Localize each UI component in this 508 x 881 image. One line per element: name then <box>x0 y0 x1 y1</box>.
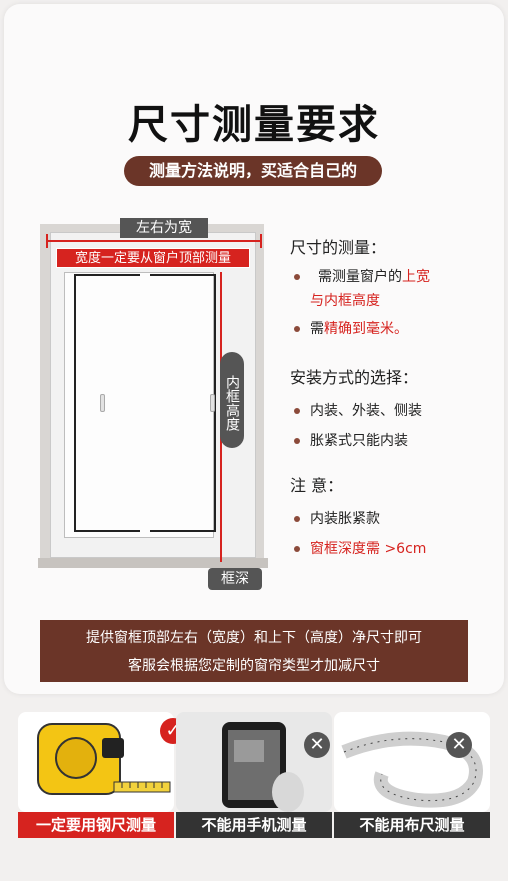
height-label: 内框高度 <box>220 352 244 448</box>
measure-item-1-cont: 与内框高度 <box>310 293 380 309</box>
page-title: 尺寸测量要求 <box>128 102 380 148</box>
mesh-frame-right <box>150 274 216 532</box>
cross-icon: ✕ <box>304 732 330 758</box>
window-sill <box>38 558 268 568</box>
subtitle-pill: 测量方法说明，买适合自己的 <box>124 156 382 186</box>
bullet-icon <box>294 516 300 522</box>
notes-item-1: 内装胀紧款 <box>294 508 380 528</box>
info-line-2: 客服会根据您定制的窗帘类型才加减尺寸 <box>128 658 380 674</box>
cross-icon: ✕ <box>446 732 472 758</box>
steel-tape-label: 一定要用钢尺测量 <box>18 812 174 838</box>
window-handle-right <box>210 394 215 412</box>
notes-heading: 注 意： <box>290 476 344 495</box>
measure-item-2: 需精确到毫米。 <box>294 318 408 338</box>
bullet-icon <box>294 546 300 552</box>
install-item-1: 内装、外装、侧装 <box>294 400 422 420</box>
steel-tape-panel <box>18 712 174 812</box>
cloth-tape-label: 不能用布尺测量 <box>334 812 490 838</box>
install-heading: 安装方式的选择： <box>290 368 419 387</box>
width-line-end-right <box>260 234 262 248</box>
info-band: 提供窗框顶部左右（宽度）和上下（高度）净尺寸即可 客服会根据您定制的窗帘类型才加… <box>40 620 468 682</box>
bullet-icon <box>294 274 300 280</box>
window-handle-left <box>100 394 105 412</box>
measure-item-1: 需测量窗户的上宽 <box>294 266 430 286</box>
bullet-icon <box>294 408 300 414</box>
phone-label: 不能用手机测量 <box>176 812 332 838</box>
width-label: 左右为宽 <box>120 218 208 238</box>
width-line-end-left <box>46 234 48 248</box>
notes-item-2: 窗框深度需 >6cm <box>294 538 426 558</box>
phone-panel <box>176 712 332 812</box>
cloth-tape-icon <box>341 731 483 808</box>
bullet-icon <box>294 438 300 444</box>
depth-label: 框深 <box>208 568 262 590</box>
install-item-2: 胀紧式只能内装 <box>294 430 408 450</box>
bullet-icon <box>294 326 300 332</box>
steel-tape-icon <box>37 723 171 795</box>
mesh-frame-left <box>74 274 140 532</box>
info-line-1: 提供窗框顶部左右（宽度）和上下（高度）净尺寸即可 <box>86 630 422 646</box>
width-note: 宽度一定要从窗户顶部测量 <box>56 248 250 268</box>
phone-icon <box>222 722 304 812</box>
cloth-tape-panel <box>334 712 490 812</box>
width-line <box>48 240 262 242</box>
measure-heading: 尺寸的测量： <box>290 238 387 257</box>
